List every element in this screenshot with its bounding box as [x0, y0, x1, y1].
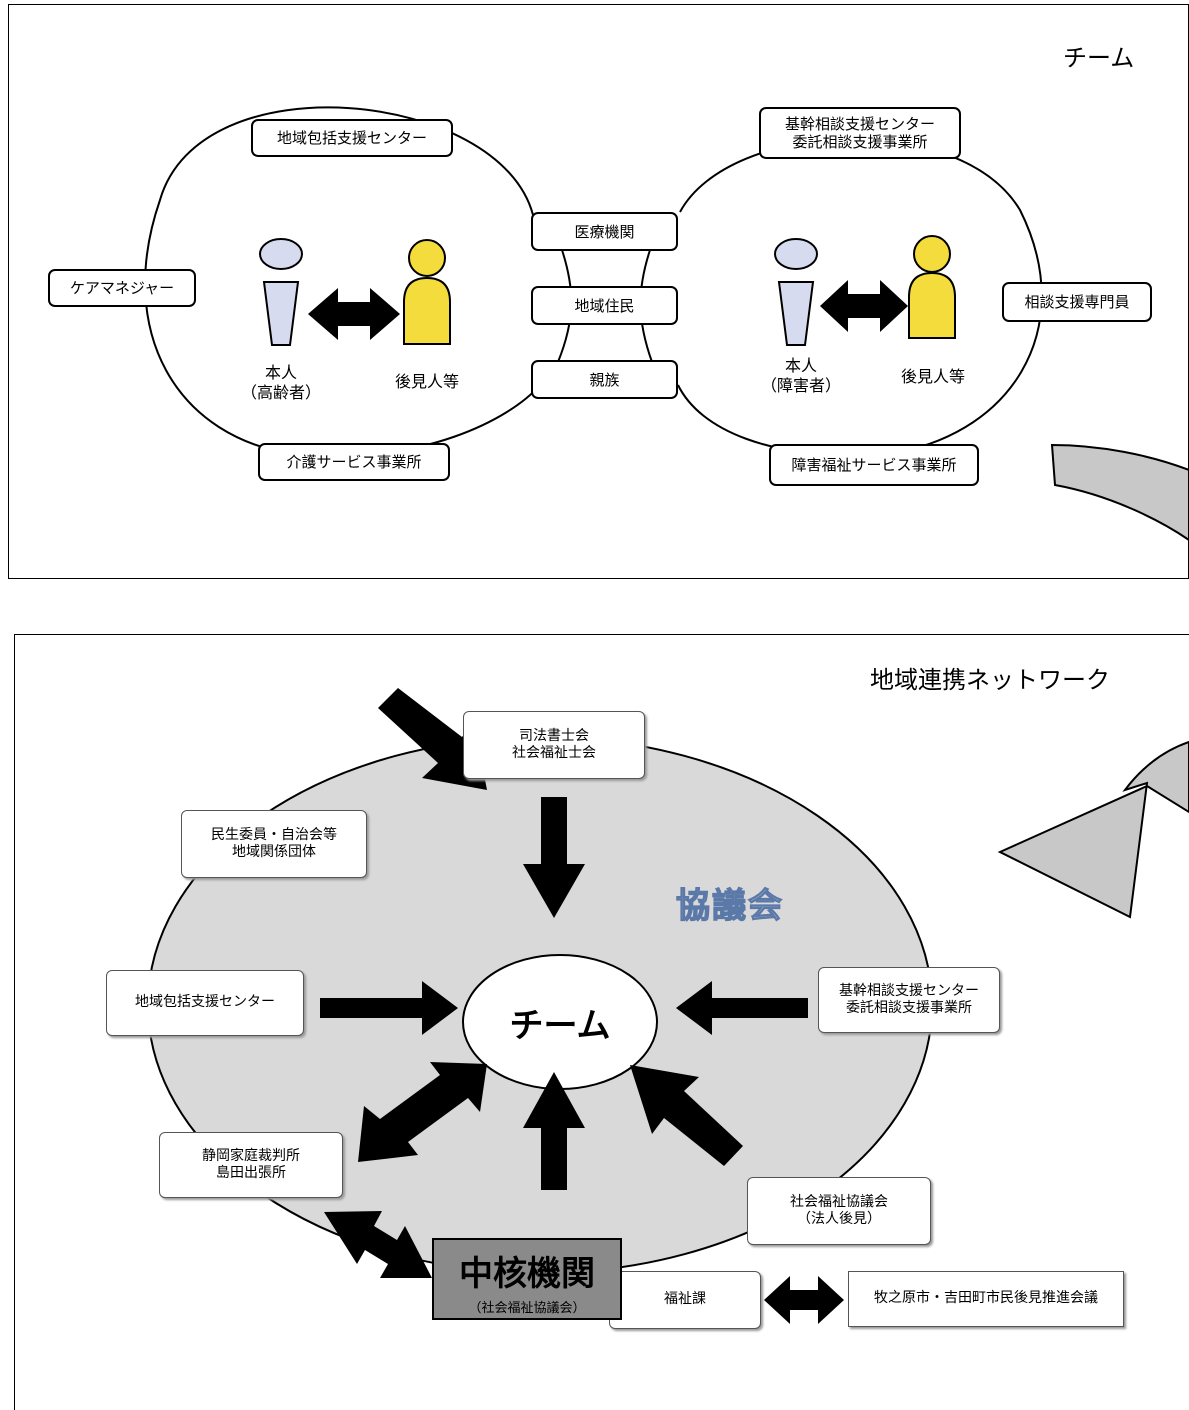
box-label: 障害福祉サービス事業所: [791, 456, 957, 474]
double-arrow-diagonal-icon: [324, 1211, 432, 1278]
box-label: 地域包括支援センター: [135, 994, 275, 1011]
guardian-head-icon: [408, 239, 446, 277]
box-label: 社会福祉士会: [512, 745, 596, 761]
network-panel: [14, 634, 1189, 1410]
box-label: 島田出張所: [216, 1165, 286, 1181]
guardian-body-icon: [908, 271, 956, 339]
arrow-diagonal-icon: [630, 1065, 743, 1166]
box-label: 地域関係団体: [232, 844, 316, 860]
box-label: 医療機関: [574, 222, 635, 241]
kaigo-service-box: 介護サービス事業所: [258, 443, 450, 481]
box-label: （法人後見）: [797, 1211, 881, 1227]
core-main-label: 中核機関: [459, 1254, 595, 1294]
box-label: 福祉課: [664, 1291, 706, 1308]
box-label: 静岡家庭裁判所: [202, 1147, 300, 1164]
team-title: チーム: [1063, 44, 1135, 72]
person-name: 本人: [264, 363, 297, 382]
box-label: 親族: [589, 370, 620, 389]
box-label: 牧之原市・吉田町市民後見推進会議: [874, 1290, 1098, 1307]
iryou-kikan-box: 医療機関: [531, 212, 678, 251]
person-label-disabled: 本人 （障害者）: [756, 356, 846, 396]
person-label-elderly: 本人 （高齢者）: [236, 363, 326, 403]
double-arrow-icon: [764, 1276, 844, 1324]
box-label: ケアマネジャー: [69, 279, 175, 297]
box-label: 基幹相談支援センター: [839, 982, 979, 999]
shihou-shoshi-box: 司法書士会 社会福祉士会: [463, 711, 645, 779]
core-sub-label: （社会福祉協議会）: [468, 1301, 586, 1316]
kikan-soudan-network-box: 基幹相談支援センター 委託相談支援事業所: [818, 967, 1000, 1033]
box-label: 司法書士会: [519, 727, 589, 744]
fukushi-ka-box: 福祉課: [609, 1271, 761, 1329]
guardian-body-icon: [403, 276, 451, 345]
double-arrow-icon: [820, 280, 908, 332]
box-label: 相談支援専門員: [1024, 293, 1130, 311]
shinzoku-box: 親族: [531, 360, 678, 399]
arrow-diagonal-icon: [378, 688, 487, 790]
double-arrow-diagonal-icon: [358, 1062, 487, 1162]
minsei-iin-box: 民生委員・自治会等 地域関係団体: [181, 810, 367, 878]
center-team-label: チーム: [509, 1006, 611, 1046]
core-institution-box: 中核機関 （社会福祉協議会）: [432, 1238, 622, 1320]
box-label: 社会福祉協議会: [790, 1193, 888, 1210]
council-label: 協議会: [675, 885, 784, 926]
person-body-icon: [262, 281, 300, 346]
guardian-label: 後見人等: [394, 372, 459, 391]
person-type: （高齢者）: [240, 383, 321, 402]
box-label: 委託相談支援事業所: [846, 1000, 972, 1016]
box-label: 介護サービス事業所: [286, 453, 422, 471]
box-label: 委託相談支援事業所: [792, 133, 928, 151]
person-head-icon: [774, 238, 818, 270]
double-arrow-icon: [308, 288, 400, 340]
chiiki-houkatsu-box: 地域包括支援センター: [251, 119, 453, 157]
person-type: （障害者）: [760, 376, 841, 395]
person-name: 本人: [784, 356, 817, 375]
team-left-circle: [144, 106, 541, 458]
arrow-left-icon: [676, 981, 808, 1035]
person-body-icon: [777, 281, 815, 346]
person-head-icon: [259, 238, 303, 270]
guardian-label: 後見人等: [900, 367, 965, 386]
arrow-right-icon: [320, 981, 458, 1035]
care-manager-box: ケアマネジャー: [48, 269, 196, 307]
curved-transition-arrow-icon: [997, 740, 1189, 919]
kikan-soudan-box: 基幹相談支援センター 委託相談支援事業所: [759, 107, 961, 159]
box-label: 地域包括支援センター: [276, 129, 427, 147]
arrow-down-icon: [523, 797, 585, 918]
curved-transition-arrow-icon: [1050, 443, 1189, 542]
shakyo-box: 社会福祉協議会 （法人後見）: [747, 1177, 931, 1245]
box-label: 民生委員・自治会等: [211, 826, 337, 843]
shougai-service-box: 障害福祉サービス事業所: [769, 444, 979, 486]
soudan-senmon-box: 相談支援専門員: [1002, 282, 1152, 322]
arrow-up-icon: [523, 1072, 585, 1190]
chiiki-jumin-box: 地域住民: [531, 286, 678, 325]
chiiki-houkatsu-network-box: 地域包括支援センター: [106, 970, 304, 1036]
box-label: 地域住民: [574, 296, 635, 315]
guardian-head-icon: [913, 235, 951, 273]
network-title: 地域連携ネットワーク: [870, 666, 1110, 694]
suishin-kaigi-box: 牧之原市・吉田町市民後見推進会議: [848, 1271, 1124, 1327]
court-box: 静岡家庭裁判所 島田出張所: [159, 1132, 343, 1198]
box-label: 基幹相談支援センター: [784, 115, 935, 133]
